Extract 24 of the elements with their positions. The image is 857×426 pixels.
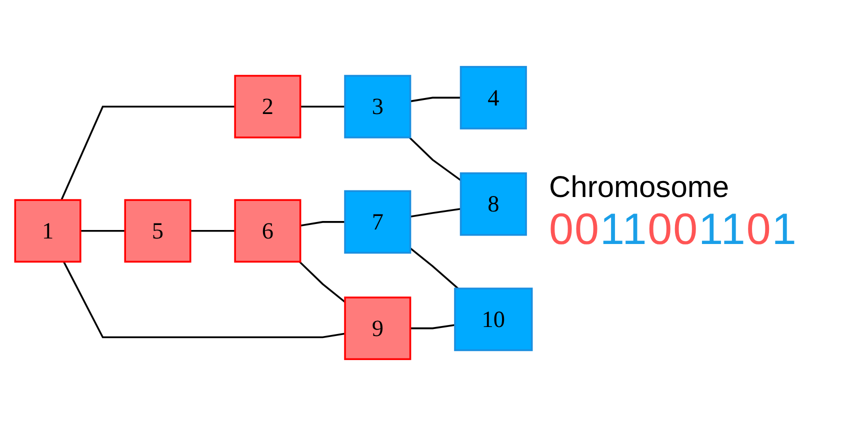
connector [410, 248, 459, 290]
node-box: 1 [14, 199, 82, 263]
chromosome-code: 0011001101 [549, 205, 798, 255]
node-box: 5 [124, 199, 192, 263]
connector [410, 96, 461, 102]
node-box: 3 [344, 74, 412, 138]
connector [298, 261, 346, 303]
connector [300, 106, 346, 108]
node-box: 7 [344, 190, 412, 254]
node-box: 9 [344, 296, 412, 360]
connector [190, 230, 236, 232]
node-box: 2 [234, 74, 302, 138]
node-box: 8 [460, 172, 527, 236]
connector [80, 230, 126, 232]
connector [60, 106, 236, 200]
node-box: 4 [460, 66, 527, 130]
node-box: 6 [234, 199, 302, 263]
connector [410, 324, 456, 330]
connector [408, 136, 462, 182]
connector [62, 261, 346, 338]
caption-text: Chromosome [549, 171, 730, 205]
node-box: 10 [454, 288, 533, 352]
connector [300, 221, 346, 226]
connector [410, 208, 461, 218]
